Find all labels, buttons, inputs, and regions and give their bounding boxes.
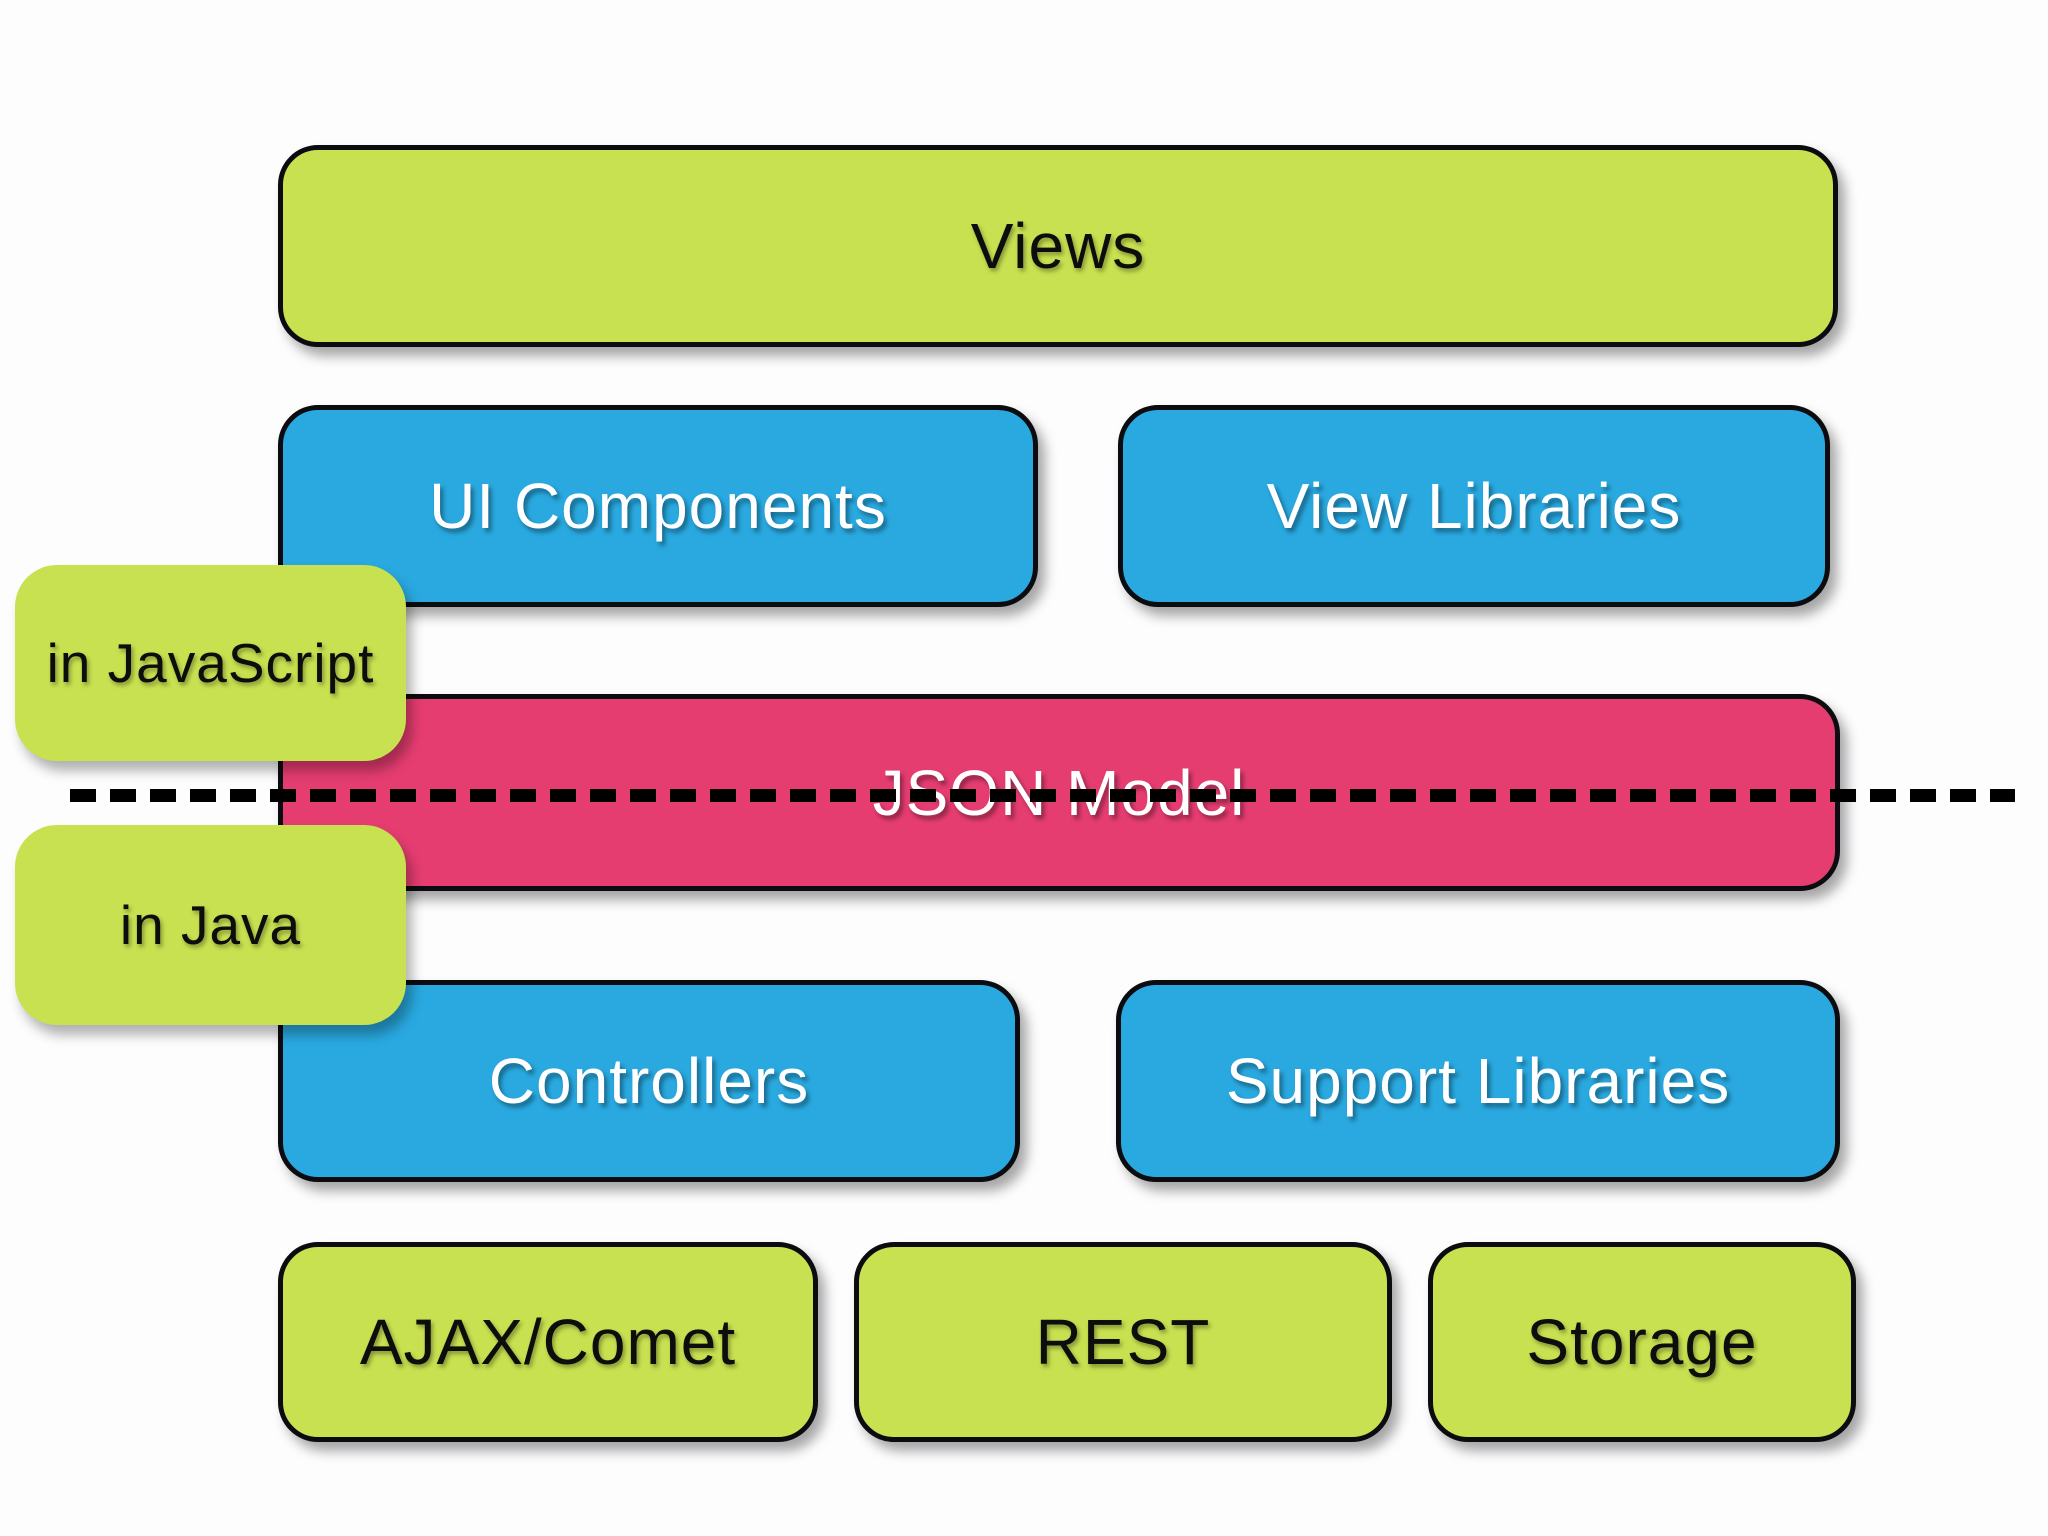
support-libraries-box: Support Libraries (1116, 980, 1840, 1182)
storage-box: Storage (1428, 1242, 1856, 1442)
ui-components-label: UI Components (429, 470, 887, 542)
view-libraries-box: View Libraries (1118, 405, 1830, 607)
storage-label: Storage (1526, 1306, 1758, 1378)
in-javascript-callout: in JavaScript (15, 565, 406, 761)
controllers-label: Controllers (488, 1045, 810, 1117)
in-java-label: in Java (119, 894, 302, 956)
rest-box: REST (854, 1242, 1392, 1442)
views-box: Views (278, 145, 1838, 347)
ajax-comet-label: AJAX/Comet (359, 1306, 737, 1378)
views-label: Views (970, 210, 1146, 282)
client-server-divider-dashed-line (70, 789, 2015, 802)
in-javascript-label: in JavaScript (46, 632, 375, 694)
support-libraries-label: Support Libraries (1225, 1045, 1731, 1117)
ui-components-box: UI Components (278, 405, 1038, 607)
view-libraries-label: View Libraries (1266, 470, 1682, 542)
in-java-callout: in Java (15, 825, 406, 1025)
rest-label: REST (1035, 1306, 1211, 1378)
ajax-comet-box: AJAX/Comet (278, 1242, 818, 1442)
controllers-box: Controllers (278, 980, 1020, 1182)
